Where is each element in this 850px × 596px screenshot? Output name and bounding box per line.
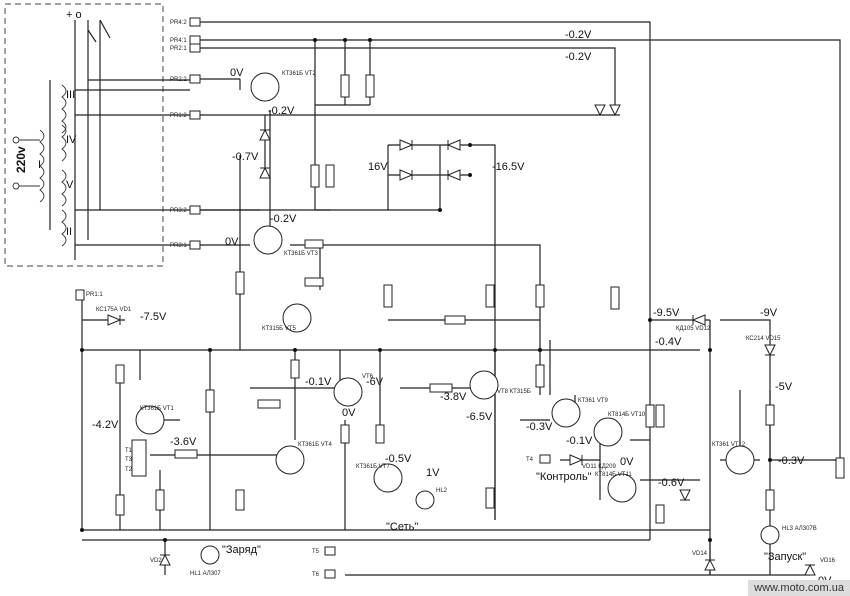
voltage-label: -3.8V [440,391,467,403]
part-vt4: КТ361Б VT4 [298,442,332,448]
mains-voltage-label: 220v [14,146,28,173]
connector-t6: T6 [312,572,320,578]
part-vt9: КТ361 VT9 [578,398,609,404]
polarity-marks: + o [66,9,82,21]
voltage-label: 0V [225,236,239,248]
part-vt7: КТ361Б VT7 [356,464,390,470]
connector-pr3-2: PR3:2 [170,208,187,214]
part-vd2: VD2 [150,558,162,564]
voltage-label: -5V [775,381,793,393]
part-vd11: VD11 КД209 [582,464,616,470]
voltage-label: -0.5V [385,453,412,465]
voltage-label: -0.1V [305,376,332,388]
part-hl1: HL1 АЛ307 [190,571,221,577]
connector-pr3-1: PR3:1 [170,243,187,249]
diodes [107,104,816,576]
voltage-label: 0V [342,407,356,419]
winding-I: I [38,159,41,171]
transformer: 220v I III IV V II + o [12,9,82,247]
part-vd15: КС214 VD15 [746,336,781,342]
voltage-label: -7.5V [140,311,167,323]
part-vt10: КТ814Б VT10 [608,412,646,418]
voltage-label: -0.7V [232,151,259,163]
connectors: PR4:2 PR4:1 PR2:1 PR2:2 PR1:2 PR3:2 PR3:… [75,17,551,579]
voltage-label: -6.5V [466,411,493,423]
connector-t4: T4 [526,457,534,463]
indicator-labels: "Контроль" "Сеть" "Заряд" "Запуск" [222,471,806,563]
voltage-label: -9V [760,307,778,319]
voltage-label: 1V [426,467,440,479]
voltage-label: 0V [620,456,634,468]
winding-III: III [66,89,75,101]
voltage-label: -0.1V [566,435,593,447]
part-vt8: VT8 КТ315Б [497,389,531,395]
part-vt3: КТ361Б VT3 [284,251,318,257]
connector-t3: T3 [125,457,133,463]
voltage-label: -3.6V [170,436,197,448]
connector-pr4-2: PR4:2 [170,20,187,26]
connector-pr1-2: PR1:2 [170,113,187,119]
part-vd1: КС175А VD1 [96,307,132,313]
part-hl3: HL3 АЛ307В [782,526,817,532]
part-vt12: КТ361 VT12 [712,442,746,448]
transistors [135,72,755,503]
voltage-label: -16.5V [492,161,525,173]
part-vt6: VT6 [362,374,374,380]
voltage-label: -0.6V [658,477,685,489]
winding-IV: IV [66,134,77,146]
transformer-block [4,3,164,267]
label-zaryad: "Заряд" [222,544,261,556]
connector-pr2-2: PR2:2 [170,77,187,83]
label-kontrol: "Контроль" [536,471,592,483]
voltage-label: -0.3V [526,421,553,433]
main-wiring [81,21,841,576]
voltage-label: -0.2V [565,51,592,63]
connector-t5: T5 [312,549,320,555]
part-designators: КТ361Б VT2 КТ361Б VT3 КТ315Б VT5 КТ361Б … [96,71,836,577]
voltage-label: 0V [230,67,244,79]
part-vt11: КТ814Б VT11 [595,472,632,478]
part-vd12: КД105 VD12 [676,326,711,332]
resistors [115,74,845,524]
part-hl2: HL2 [436,488,448,494]
label-set: "Сеть" [386,521,418,533]
voltage-label: -4.2V [92,419,119,431]
connector-t2: T2 [125,467,133,473]
voltage-label: -0.3V [778,455,805,467]
connector-pr4-1: PR4:1 [170,38,187,44]
transformer-outputs [74,19,190,260]
voltage-label: -0.4V [655,336,682,348]
connector-pr1-1: PR1:1 [86,292,103,298]
voltage-labels: -0.2V -0.2V 0V -0.2V -0.7V 16V -16.5V -0… [92,29,832,587]
connector-pr2-1: PR2:1 [170,46,187,52]
winding-V: V [66,179,74,191]
winding-II: II [66,226,72,238]
connector-t1: T1 [125,448,133,454]
voltage-label: 16V [368,161,388,173]
voltage-label: -0.2V [268,105,295,117]
part-vt1: КТ361Б VT1 [140,406,174,412]
voltage-label: -6V [366,376,384,388]
site-watermark: www.moto.com.ua [748,580,850,596]
voltage-label: -0.2V [270,213,297,225]
voltage-label: -0.2V [565,29,592,41]
label-zapusk: "Запуск" [764,551,806,563]
part-vd16: VD16 [820,558,836,564]
voltage-label: -9.5V [653,307,680,319]
junctions [80,38,772,542]
part-vt5: КТ315Б VT5 [262,326,296,332]
part-vd14: VD14 [692,551,708,557]
leds [200,490,780,565]
part-vt2: КТ361Б VT2 [282,71,316,77]
